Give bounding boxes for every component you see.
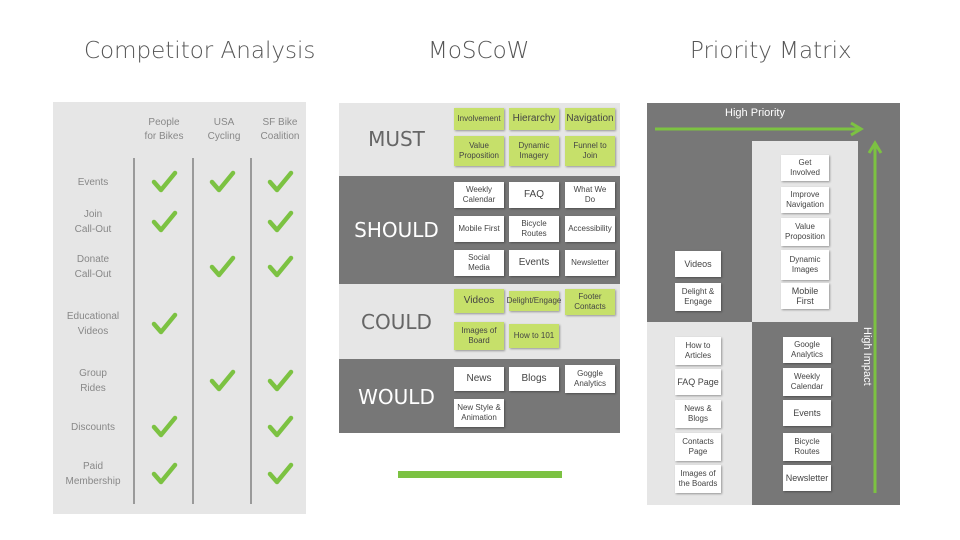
- high-impact-arrow-head: [867, 140, 883, 154]
- row-label: Discounts: [71, 421, 115, 433]
- checkmark-icon: [267, 255, 294, 278]
- competitor-analysis-title: Competitor Analysis: [84, 38, 316, 64]
- matrix-note: Newsletter: [783, 465, 831, 491]
- sticky-note: New Style &Animation: [454, 399, 504, 427]
- matrix-note: Events: [783, 400, 831, 426]
- checkmark-icon: [267, 369, 294, 392]
- matrix-note: FAQ Page: [675, 369, 721, 395]
- band-label: SHOULD: [354, 218, 439, 242]
- high-priority-label: High Priority: [725, 107, 785, 119]
- checkmark-icon: [151, 415, 178, 438]
- sticky-note: Newsletter: [565, 250, 615, 276]
- checkmark-icon: [151, 462, 178, 485]
- sticky-note: FAQ: [509, 182, 559, 208]
- checkmark-icon: [267, 415, 294, 438]
- green-divider-bar: [398, 471, 562, 478]
- sticky-note: Accessibility: [565, 216, 615, 242]
- row-label: Events: [77, 176, 109, 188]
- checkmark-icon: [209, 369, 236, 392]
- priority-matrix-title: Priority Matrix: [690, 38, 852, 64]
- moscow-title: MoSCoW: [428, 38, 530, 64]
- band-label: WOULD: [358, 385, 435, 409]
- column-divider: [250, 158, 252, 504]
- checkmark-icon: [209, 170, 236, 193]
- matrix-note: Mobile First: [781, 283, 829, 309]
- sticky-note: Blogs: [509, 367, 559, 391]
- high-priority-arrow-head: [850, 121, 864, 137]
- checkmark-icon: [209, 255, 236, 278]
- matrix-note: Videos: [675, 251, 721, 277]
- sticky-note: News: [454, 367, 504, 391]
- matrix-note: Delight &Engage: [675, 283, 721, 311]
- sticky-note: Mobile First: [454, 216, 504, 242]
- checkmark-icon: [267, 170, 294, 193]
- checkmark-icon: [151, 170, 178, 193]
- column-divider: [133, 158, 135, 504]
- sticky-note: Videos: [454, 289, 504, 313]
- matrix-note: News &Blogs: [675, 400, 721, 428]
- sticky-note: Delight/Engage: [507, 291, 561, 311]
- sticky-note: Navigation: [565, 108, 615, 130]
- column-divider: [192, 158, 194, 504]
- band-label: COULD: [361, 310, 432, 334]
- sticky-note: Hierarchy: [509, 108, 559, 130]
- sticky-note: How to 101: [509, 324, 559, 348]
- band-label: MUST: [368, 127, 425, 151]
- sticky-note: Events: [509, 250, 559, 276]
- priority-arrows: [655, 121, 883, 493]
- checkmark-icon: [151, 312, 178, 335]
- sticky-note: Involvement: [454, 108, 504, 130]
- checkmark-icon: [151, 210, 178, 233]
- checkmark-icon: [267, 210, 294, 233]
- checkmark-icon: [267, 462, 294, 485]
